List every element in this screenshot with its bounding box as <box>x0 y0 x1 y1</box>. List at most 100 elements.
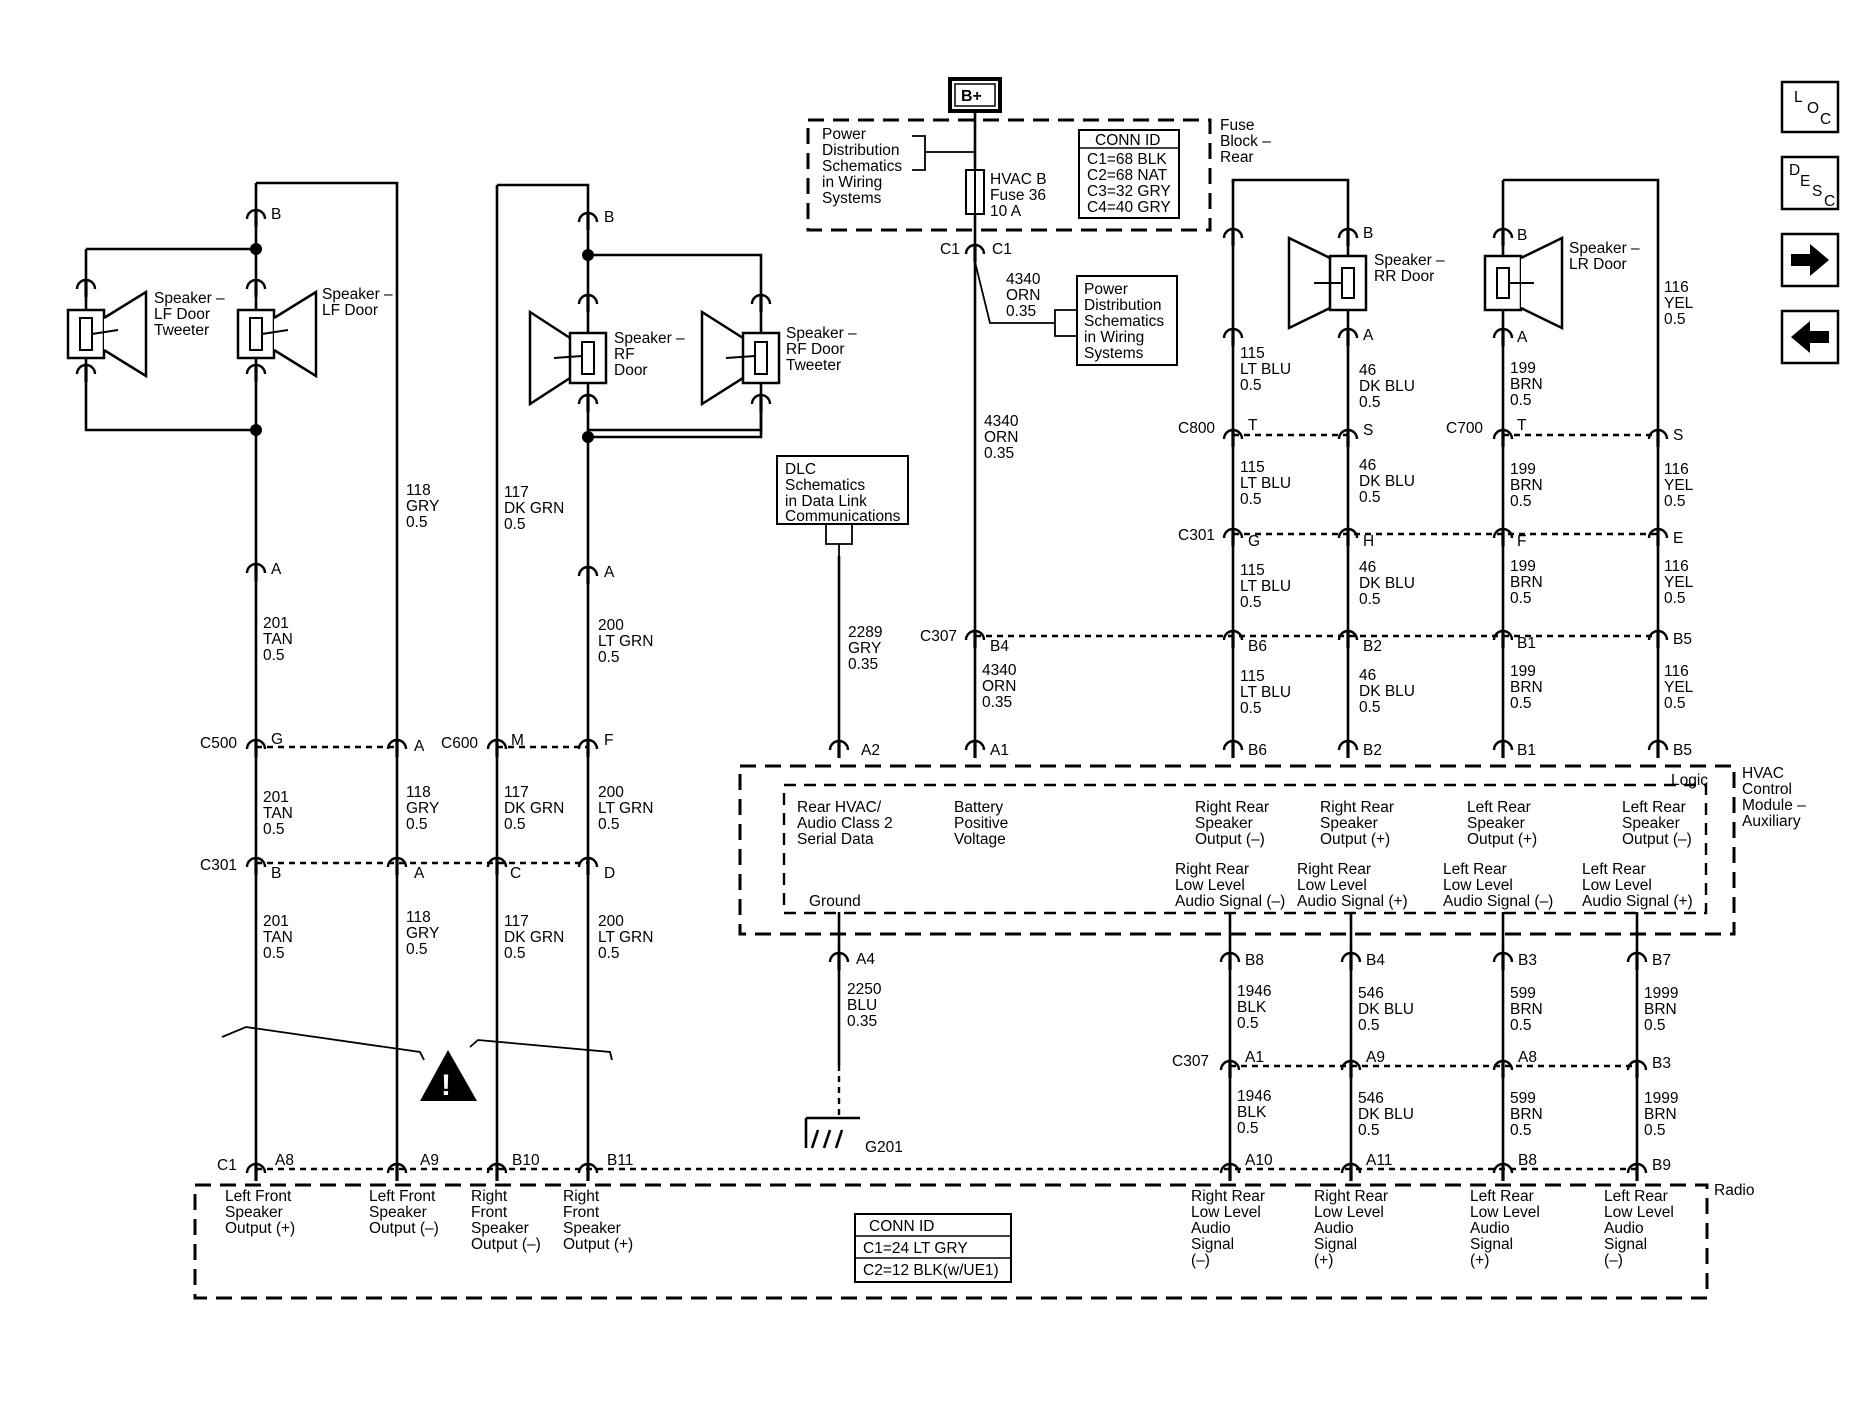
svg-text:A8: A8 <box>275 1152 294 1169</box>
svg-text:L: L <box>1794 89 1803 106</box>
pds-reference: Power Distribution Schematics in Wiring … <box>822 126 975 207</box>
pin-labels: B B A A B B A A G A M F B A C D T S T S … <box>271 206 1692 1174</box>
svg-text:A10: A10 <box>1245 1152 1273 1169</box>
svg-text:Signal: Signal <box>1604 1236 1647 1253</box>
svg-text:Low Level: Low Level <box>1470 1204 1540 1221</box>
svg-text:C4=40 GRY: C4=40 GRY <box>1087 199 1171 216</box>
svg-text:S: S <box>1363 422 1373 439</box>
svg-text:BRN: BRN <box>1510 477 1543 494</box>
svg-text:Left Rear: Left Rear <box>1622 799 1686 816</box>
connector-pin-symbol <box>1222 428 1244 440</box>
svg-text:GRY: GRY <box>406 498 439 515</box>
svg-text:C600: C600 <box>441 735 478 752</box>
svg-text:Left Rear: Left Rear <box>1470 1188 1534 1205</box>
connector-pin-symbol <box>1647 629 1669 641</box>
arrow-right-icon <box>1791 244 1829 276</box>
svg-text:GRY: GRY <box>406 800 439 817</box>
svg-text:Tweeter: Tweeter <box>154 322 209 339</box>
connector-pin-symbol <box>1340 1059 1362 1071</box>
svg-text:GRY: GRY <box>406 925 439 942</box>
connector-pin-symbol <box>1647 739 1669 751</box>
svg-text:C: C <box>1820 111 1831 128</box>
svg-text:Audio Signal (–): Audio Signal (–) <box>1443 893 1553 910</box>
svg-text:0.35: 0.35 <box>1006 303 1036 320</box>
svg-text:Right: Right <box>563 1188 600 1205</box>
svg-text:in Data Link: in Data Link <box>785 493 867 510</box>
svg-text:0.5: 0.5 <box>1664 493 1686 510</box>
svg-text:0.5: 0.5 <box>1237 1015 1259 1032</box>
connector-pin-symbol <box>750 393 772 405</box>
svg-text:LT BLU: LT BLU <box>1240 684 1291 701</box>
svg-text:0.35: 0.35 <box>847 1013 877 1030</box>
speaker-rr-door: Speaker – RR Door <box>1287 235 1445 331</box>
svg-text:B9: B9 <box>1652 1157 1671 1174</box>
svg-text:Low Level: Low Level <box>1297 877 1367 894</box>
svg-text:G: G <box>1248 533 1260 550</box>
svg-text:Distribution: Distribution <box>822 142 900 159</box>
next-button[interactable] <box>1780 232 1840 288</box>
connector-pin-symbol <box>1337 527 1359 539</box>
svg-text:TAN: TAN <box>263 929 293 946</box>
svg-text:Fuse 36: Fuse 36 <box>990 187 1046 204</box>
svg-text:0.5: 0.5 <box>1510 1122 1532 1139</box>
connector-pin-symbol <box>75 363 97 375</box>
loc-button[interactable]: L O C <box>1780 80 1840 134</box>
svg-text:116: 116 <box>1664 279 1689 296</box>
connector-pin-symbol <box>1337 428 1359 440</box>
svg-text:(+): (+) <box>1470 1252 1489 1269</box>
svg-text:115: 115 <box>1240 668 1265 685</box>
svg-text:LT BLU: LT BLU <box>1240 578 1291 595</box>
svg-text:0.5: 0.5 <box>1510 1017 1532 1034</box>
svg-text:46: 46 <box>1359 362 1376 379</box>
svg-text:A: A <box>604 564 615 581</box>
connector-pin-symbol <box>245 738 267 750</box>
svg-text:Low Level: Low Level <box>1443 877 1513 894</box>
svg-text:DK GRN: DK GRN <box>504 500 564 517</box>
connector-pin-symbol <box>828 739 850 751</box>
svg-text:HVAC: HVAC <box>1742 765 1784 782</box>
svg-text:HVAC B: HVAC B <box>990 171 1047 188</box>
svg-text:TAN: TAN <box>263 631 293 648</box>
connector-pin-symbol <box>964 629 986 641</box>
svg-text:C3=32 GRY: C3=32 GRY <box>1087 183 1171 200</box>
svg-text:Speaker: Speaker <box>471 1220 529 1237</box>
svg-text:200: 200 <box>598 913 624 930</box>
svg-text:Left Rear: Left Rear <box>1582 861 1646 878</box>
svg-text:Output (+): Output (+) <box>563 1236 633 1253</box>
svg-text:S: S <box>1673 427 1683 444</box>
svg-text:DK BLU: DK BLU <box>1359 378 1415 395</box>
svg-text:2250: 2250 <box>847 981 882 998</box>
desc-button[interactable]: D E S C <box>1780 155 1840 211</box>
svg-text:Front: Front <box>471 1204 508 1221</box>
back-button[interactable] <box>1780 309 1840 365</box>
dlc-reference-box: DLC Schematics in Data Link Communicatio… <box>776 455 909 556</box>
svg-text:BLK: BLK <box>1237 1104 1267 1121</box>
svg-text:Audio: Audio <box>1191 1220 1231 1237</box>
connector-pin-symbol <box>245 363 267 375</box>
svg-text:Power: Power <box>1084 281 1128 298</box>
svg-text:(+): (+) <box>1314 1252 1333 1269</box>
svg-text:0.5: 0.5 <box>1359 699 1381 716</box>
svg-text:Right Rear: Right Rear <box>1314 1188 1388 1205</box>
svg-text:Audio Class 2: Audio Class 2 <box>797 815 893 832</box>
connector-pin-symbol <box>386 856 408 868</box>
svg-text:LT GRN: LT GRN <box>598 929 653 946</box>
connector-names: C500 C600 C301 C307 C800 C700 C301 C307 … <box>200 420 1483 1174</box>
svg-text:0.5: 0.5 <box>1240 491 1262 508</box>
speaker-lr-door: Speaker – LR Door <box>1483 235 1640 331</box>
svg-text:Systems: Systems <box>822 190 882 207</box>
svg-text:B6: B6 <box>1248 638 1267 655</box>
svg-text:A4: A4 <box>856 951 875 968</box>
svg-text:A9: A9 <box>420 1152 439 1169</box>
speaker-rf-tweeter: Speaker – RF Door Tweeter <box>700 309 857 407</box>
svg-text:in Wiring: in Wiring <box>1084 329 1144 346</box>
svg-text:Ground: Ground <box>809 893 861 910</box>
radio-pin-lf-pos: Left Front Speaker Output (+) <box>225 1188 295 1237</box>
hvac-pin-lr-out-neg: Left Rear Speaker Output (–) <box>1622 799 1692 848</box>
svg-text:E: E <box>1673 530 1683 547</box>
svg-text:0.35: 0.35 <box>982 694 1012 711</box>
svg-text:B3: B3 <box>1652 1055 1671 1072</box>
svg-text:0.5: 0.5 <box>263 821 285 838</box>
svg-text:Schematics: Schematics <box>785 477 865 494</box>
